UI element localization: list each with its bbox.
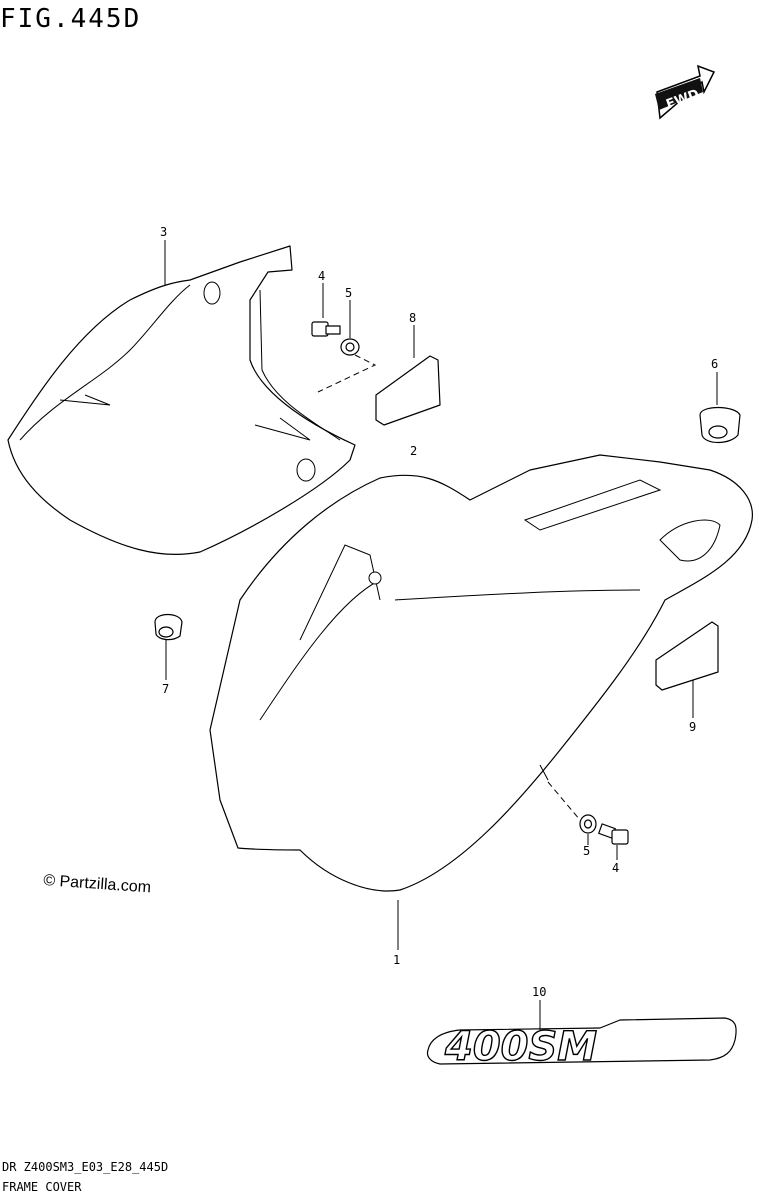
part-9-pad: [655, 621, 719, 691]
part-4-bolt-upper: [311, 321, 341, 337]
part-7-grommet: [154, 613, 183, 641]
part-5-washer-upper: [340, 338, 360, 356]
callout-2: 2: [410, 444, 417, 458]
callout-4a: 4: [318, 269, 325, 283]
callout-5b: 5: [583, 844, 590, 858]
emblem-text: 400SM: [444, 1024, 597, 1070]
figure-title: FIG.445D: [0, 4, 142, 34]
part-3-left-frame-cover: [7, 245, 356, 555]
callout-7: 7: [162, 682, 169, 696]
footer-code: DR Z400SM3_E03_E28_445D: [2, 1160, 169, 1174]
callout-3: 3: [160, 225, 167, 239]
callout-1: 1: [393, 953, 400, 967]
part-1-right-frame-cover: [209, 454, 753, 892]
part-8-pad: [375, 355, 441, 426]
part-10-emblem: 400SM: [426, 1017, 737, 1071]
part-4-bolt-lower: [598, 823, 629, 845]
callout-9: 9: [689, 720, 696, 734]
part-6-grommet: [699, 406, 741, 444]
leader-lines: [164, 240, 718, 1030]
callout-4b: 4: [612, 861, 619, 875]
callout-10: 10: [532, 985, 546, 999]
callouts: 3 4 5 8 6 2 7 9 5 4 1 10: [160, 225, 718, 999]
callout-5a: 5: [345, 286, 352, 300]
footer-name: FRAME COVER: [2, 1180, 82, 1194]
part-5-washer-lower: [579, 814, 597, 834]
callout-8: 8: [409, 311, 416, 325]
fwd-arrow-icon: FWD: [655, 64, 716, 120]
callout-6: 6: [711, 357, 718, 371]
